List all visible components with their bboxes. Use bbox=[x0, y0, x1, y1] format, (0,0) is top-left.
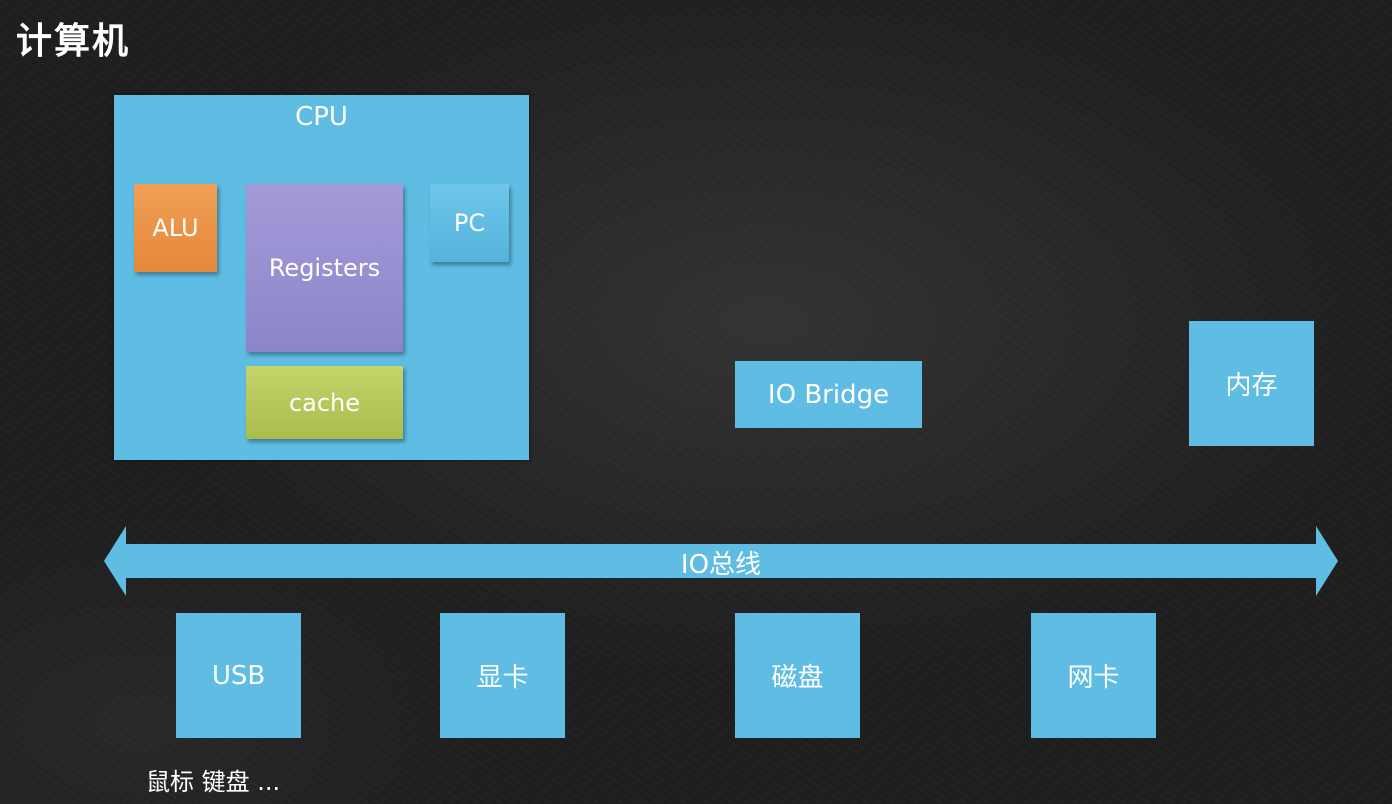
memory-block: 内存 bbox=[1189, 321, 1314, 446]
alu-block: ALU bbox=[134, 184, 217, 272]
io-bus-label: IO总线 bbox=[680, 550, 762, 580]
cpu-label: CPU bbox=[295, 102, 348, 132]
gpu-block: 显卡 bbox=[440, 613, 565, 738]
usb-block: USB bbox=[176, 613, 301, 738]
registers-block: Registers bbox=[246, 184, 403, 352]
usb-devices-note: 鼠标 键盘 ... bbox=[146, 768, 281, 796]
disk-block: 磁盘 bbox=[735, 613, 860, 738]
pc-block: PC bbox=[430, 184, 509, 262]
io-bus-arrow-shape bbox=[104, 526, 1338, 596]
nic-block: 网卡 bbox=[1031, 613, 1156, 738]
io-bridge-block: IO Bridge bbox=[735, 361, 922, 428]
cache-block: cache bbox=[246, 366, 403, 439]
page-title: 计算机 bbox=[16, 21, 131, 62]
io-bus-arrow bbox=[104, 526, 1338, 596]
